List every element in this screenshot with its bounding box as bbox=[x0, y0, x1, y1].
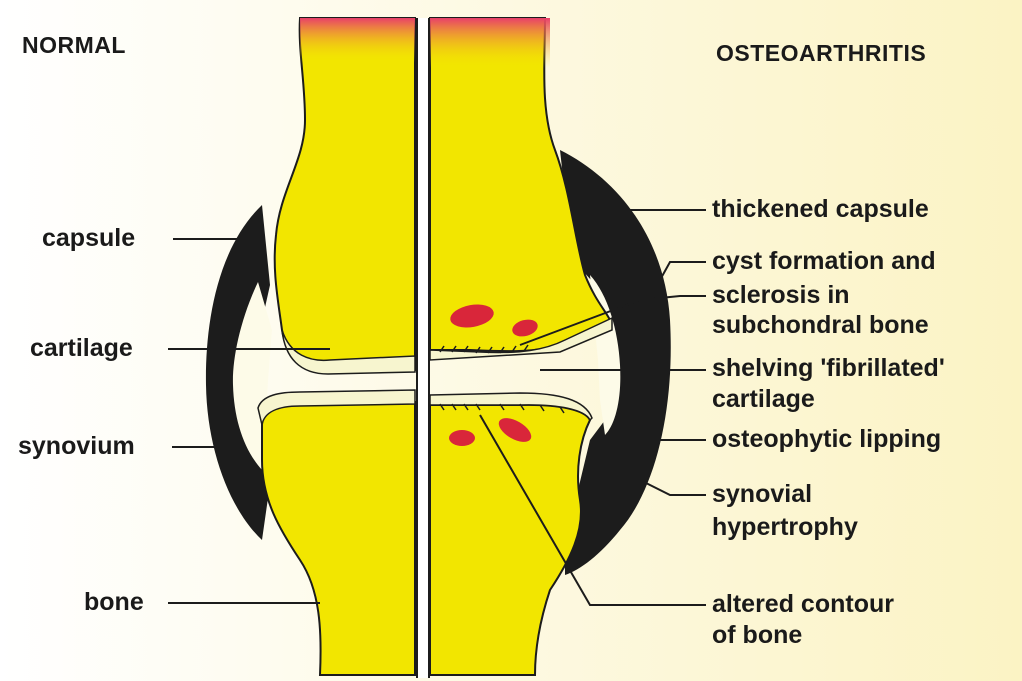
heading-normal: NORMAL bbox=[22, 30, 126, 60]
label-capsule: capsule bbox=[42, 223, 135, 253]
label-bone: bone bbox=[84, 587, 144, 617]
label-cartilage: cartilage bbox=[30, 333, 133, 363]
label-thickened-capsule: thickened capsule bbox=[712, 194, 929, 224]
label-osteophytic-lipping: osteophytic lipping bbox=[712, 424, 941, 454]
label-synovial-line2: hypertrophy bbox=[712, 512, 858, 542]
label-cyst-line1: cyst formation and bbox=[712, 246, 936, 276]
cyst-3 bbox=[449, 430, 475, 446]
label-synovium: synovium bbox=[18, 431, 135, 461]
normal-femur-marrow bbox=[300, 18, 415, 63]
heading-osteoarthritis: OSTEOARTHRITIS bbox=[716, 38, 926, 68]
center-divider bbox=[416, 18, 430, 678]
label-synovial-line1: synovial bbox=[712, 479, 812, 509]
label-altered-line1: altered contour bbox=[712, 589, 894, 619]
label-altered-line2: of bone bbox=[712, 620, 802, 650]
label-cyst-line2: sclerosis in bbox=[712, 280, 850, 310]
label-cyst-line3: subchondral bone bbox=[712, 310, 929, 340]
oa-femur-marrow bbox=[430, 18, 550, 68]
label-shelving-line1: shelving 'fibrillated' bbox=[712, 353, 945, 383]
label-shelving-line2: cartilage bbox=[712, 384, 815, 414]
